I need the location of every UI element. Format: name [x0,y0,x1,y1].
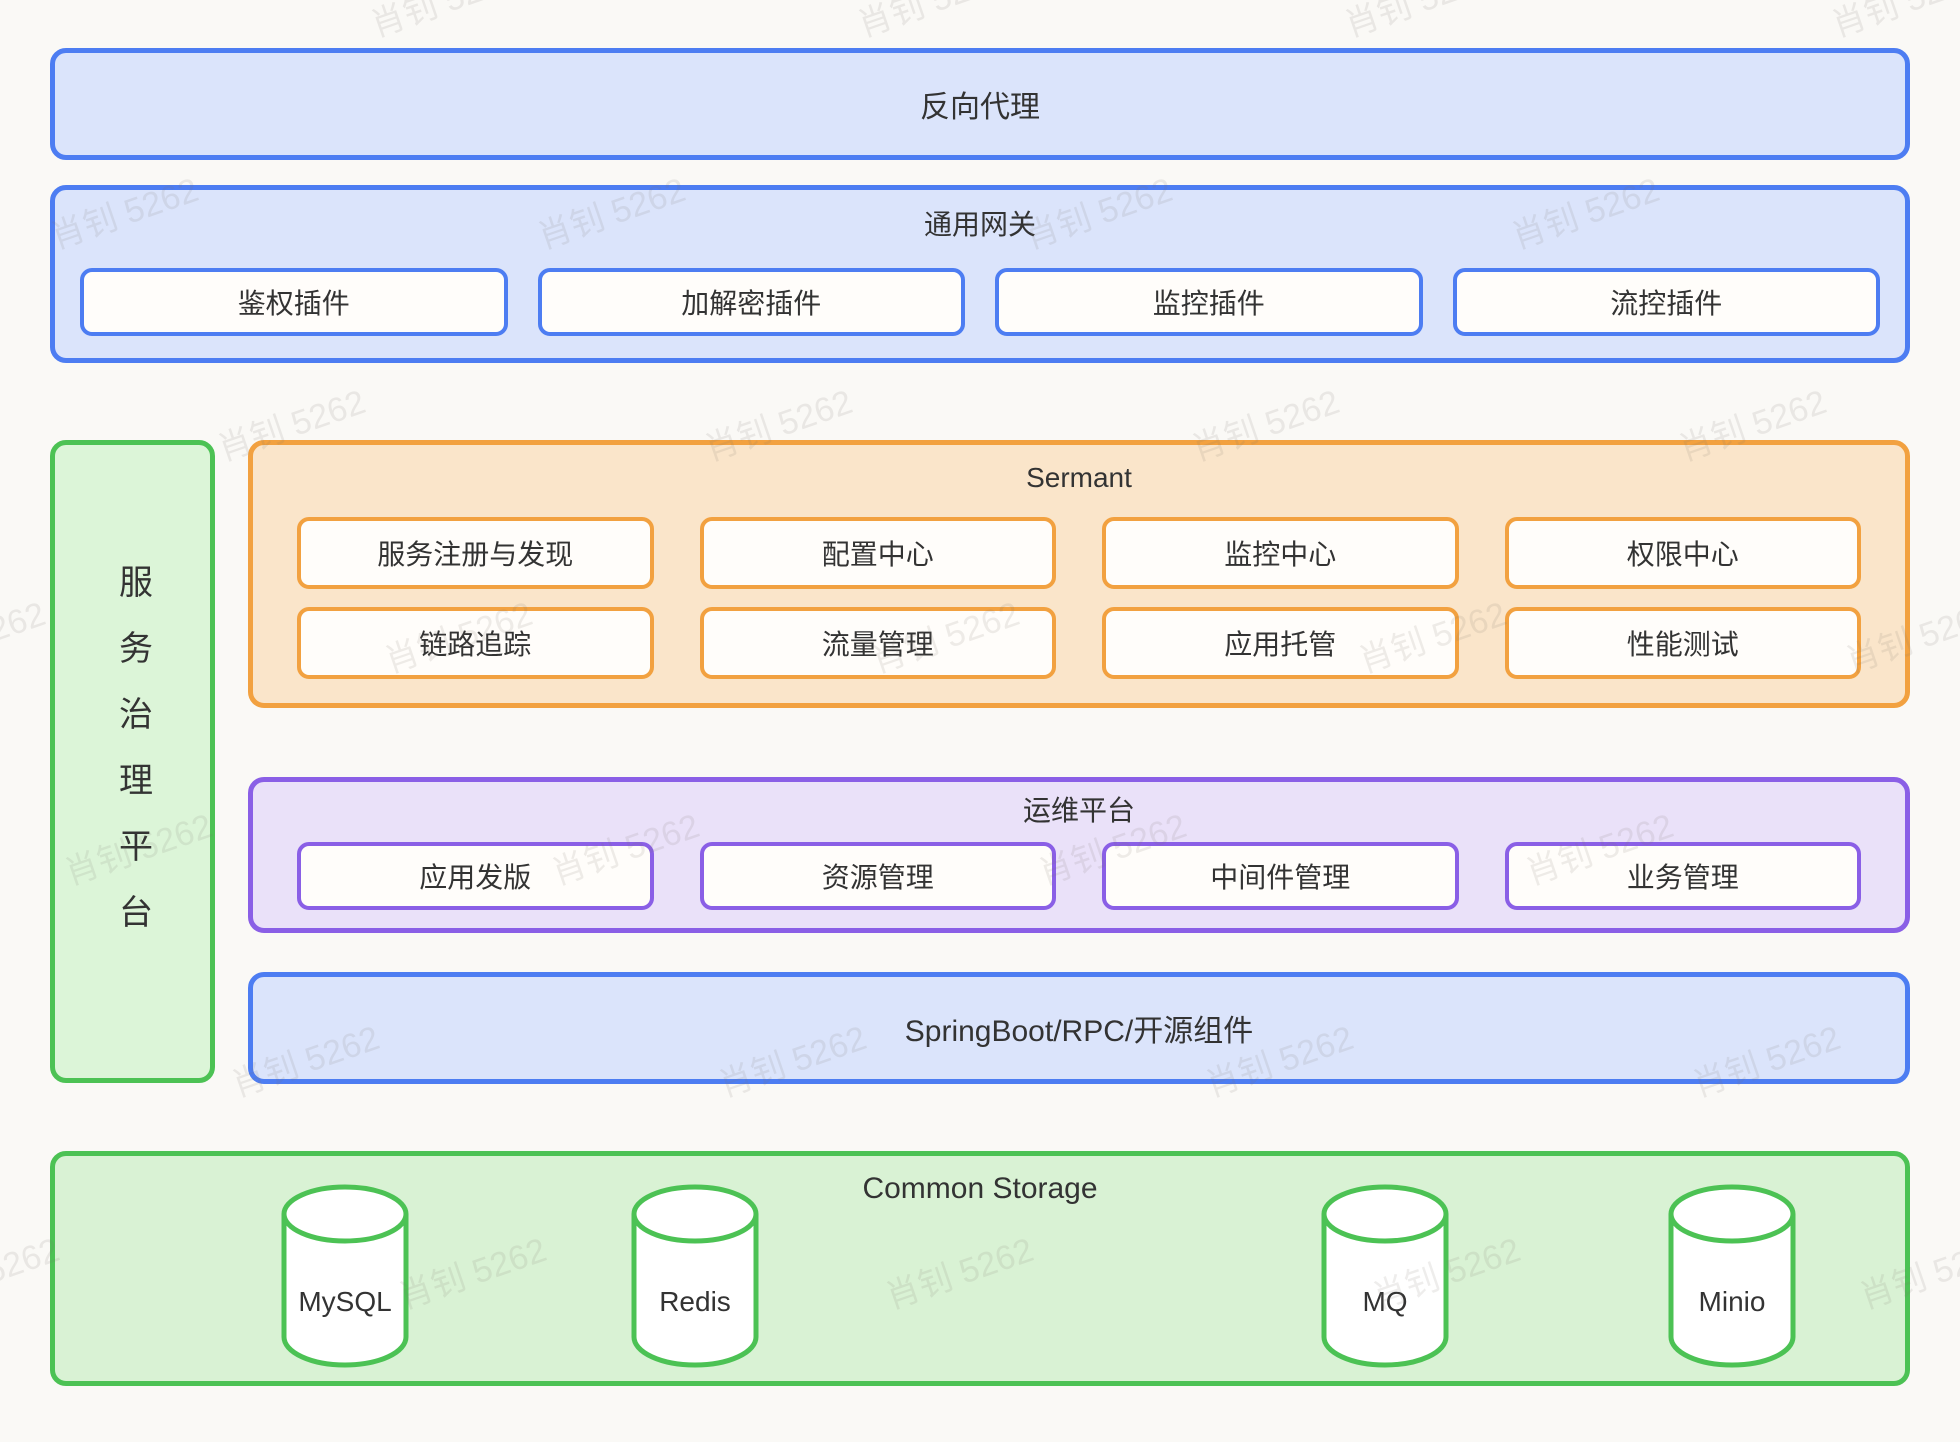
sermant-item-traffic-mgmt: 流量管理 [699,607,1056,679]
ops-item-resource-mgmt: 资源管理 [699,842,1056,910]
cylinder-mysql-label: MySQL [298,1286,392,1317]
reverse-proxy-label: 反向代理 [920,91,1040,124]
ops-item-label: 业务管理 [1626,862,1739,893]
database-cylinder-icon [631,1184,759,1368]
sermant-row-2: 链路追踪 流量管理 应用托管 性能测试 [253,607,1905,679]
gateway-plugin-row: 鉴权插件 加解密插件 监控插件 流控插件 [55,268,1905,336]
sermant-box: Sermant 服务注册与发现 配置中心 监控中心 权限中心 链路追踪 [248,440,1910,708]
springboot-box: SpringBoot/RPC/开源组件 [248,972,1910,1084]
sermant-item-config-center: 配置中心 [699,517,1056,589]
ops-platform-box: 运维平台 应用发版 资源管理 中间件管理 业务管理 [248,777,1910,933]
cylinder-mq-label: MQ [1362,1286,1408,1317]
ops-item-app-release: 应用发版 [297,842,654,910]
sermant-item-tracing: 链路追踪 [297,607,654,679]
plugin-flow-control: 流控插件 [1452,268,1880,336]
plugin-crypto: 加解密插件 [537,268,965,336]
sermant-item-app-hosting: 应用托管 [1102,607,1459,679]
governance-platform-box: 服务治理平台 [50,440,215,1083]
reverse-proxy-box: 反向代理 [50,48,1910,160]
plugin-auth-label: 鉴权插件 [237,288,350,319]
database-cylinder-icon [1321,1184,1449,1368]
cylinder-mysql: MySQL [279,1184,411,1372]
sermant-item-label: 流量管理 [821,629,934,660]
sermant-item-label: 配置中心 [821,539,934,570]
database-cylinder-icon [281,1184,409,1368]
plugin-flow-control-label: 流控插件 [1610,288,1723,319]
cylinder-minio: Minio [1666,1184,1798,1372]
ops-item-label: 资源管理 [821,862,934,893]
gateway-title: 通用网关 [923,209,1036,240]
governance-platform-label: 服务治理平台 [113,563,152,960]
sermant-item-label: 链路追踪 [419,629,532,660]
common-storage-box: Common Storage MySQL Redis [50,1151,1910,1386]
ops-item-label: 应用发版 [419,862,532,893]
ops-platform-title: 运维平台 [1022,795,1135,826]
sermant-title: Sermant [1026,462,1132,493]
plugin-crypto-label: 加解密插件 [681,288,822,319]
common-storage-title: Common Storage [862,1172,1098,1205]
cylinder-minio-label: Minio [1698,1286,1766,1317]
sermant-item-permission-center: 权限中心 [1504,517,1861,589]
gateway-box: 通用网关 鉴权插件 加解密插件 监控插件 流控插件 [50,185,1910,363]
sermant-item-monitor-center: 监控中心 [1102,517,1459,589]
sermant-item-label: 权限中心 [1626,539,1739,570]
sermant-item-label: 服务注册与发现 [377,539,574,570]
database-cylinder-icon [1668,1184,1796,1368]
cylinder-redis: Redis [629,1184,761,1372]
ops-item-business-mgmt: 业务管理 [1504,842,1861,910]
sermant-item-label: 性能测试 [1626,629,1739,660]
ops-item-row: 应用发版 资源管理 中间件管理 业务管理 [253,842,1905,910]
plugin-auth: 鉴权插件 [80,268,508,336]
sermant-item-service-registry: 服务注册与发现 [297,517,654,589]
sermant-item-label: 应用托管 [1224,629,1337,660]
sermant-row-1: 服务注册与发现 配置中心 监控中心 权限中心 [253,517,1905,589]
cylinder-mq: MQ [1319,1184,1451,1372]
springboot-label: SpringBoot/RPC/开源组件 [904,1015,1254,1048]
ops-item-label: 中间件管理 [1210,862,1351,893]
cylinder-redis-label: Redis [659,1286,731,1317]
plugin-monitor: 监控插件 [995,268,1423,336]
sermant-item-perf-testing: 性能测试 [1504,607,1861,679]
plugin-monitor-label: 监控插件 [1152,288,1265,319]
sermant-item-label: 监控中心 [1224,539,1337,570]
ops-item-middleware-mgmt: 中间件管理 [1102,842,1459,910]
